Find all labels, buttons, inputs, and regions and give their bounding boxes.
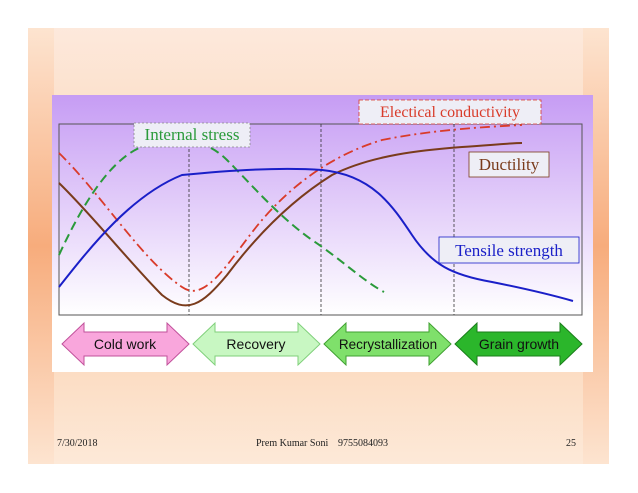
internal-stress-curve [58, 139, 385, 293]
stage-label-cold-work: Cold work [94, 336, 157, 352]
annealing-diagram: Internal stress Electical conductivity D… [52, 95, 593, 372]
plot-frame [58, 123, 583, 316]
slide-left-band [28, 28, 54, 464]
footer-author: Prem Kumar Soni [256, 438, 329, 449]
electrical-conductivity-curve [58, 124, 523, 292]
footer-date: 7/30/2018 [57, 438, 98, 449]
footer-page-number: 25 [566, 438, 576, 449]
tensile-strength-label-box: Tensile strength [438, 236, 580, 264]
internal-stress-label: Internal stress [145, 125, 240, 144]
stage-arrow-cold-work: Cold work [61, 321, 190, 367]
electrical-conductivity-label-box: Electical conductivity [358, 99, 542, 125]
stage-label-recrystallization: Recrystallization [339, 337, 437, 352]
ductility-label-box: Ductility [468, 151, 550, 178]
stage-arrow-recovery: Recovery [192, 321, 321, 367]
ductility-label: Ductility [479, 155, 540, 174]
ductility-curve [58, 142, 523, 307]
internal-stress-label-box: Internal stress [133, 122, 251, 148]
tensile-strength-curve [58, 167, 574, 302]
footer-phone: 9755084093 [338, 438, 388, 449]
electrical-conductivity-label: Electical conductivity [380, 104, 520, 121]
stage-arrow-recrystallization: Recrystallization [323, 321, 452, 367]
stage-label-recovery: Recovery [226, 336, 285, 352]
stage-arrow-grain-growth: Grain growth [454, 321, 583, 367]
stage-label-grain-growth: Grain growth [479, 336, 559, 352]
tensile-strength-label: Tensile strength [455, 241, 563, 260]
